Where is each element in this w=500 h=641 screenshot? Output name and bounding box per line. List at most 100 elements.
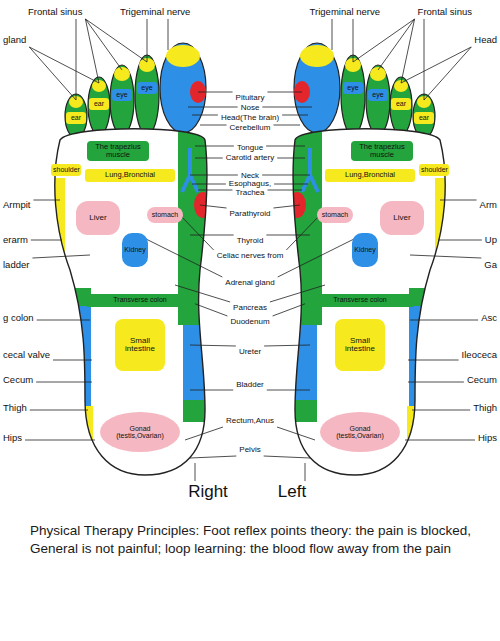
leader-line: [410, 255, 481, 258]
leader-line: [188, 107, 238, 108]
leader-line: [85, 19, 147, 62]
arm-zone: [48, 178, 65, 288]
zone-name: Asc: [481, 313, 497, 323]
leader-line: [262, 175, 310, 176]
zone-label: The trapezius muscle: [353, 143, 411, 159]
leader-line: [190, 456, 236, 458]
leader-line: [440, 200, 477, 201]
leader-line: [277, 158, 305, 159]
zone-label: eye: [345, 84, 361, 91]
toes: [65, 43, 206, 138]
zone-label: eye: [114, 91, 130, 98]
zone-name: Ileoceca: [462, 350, 497, 360]
zone-label: ear: [91, 100, 107, 107]
zone-name: Cecum: [3, 375, 33, 385]
leader-line: [195, 158, 223, 159]
zone-label: shoulder: [53, 166, 79, 173]
zone-label: stomach: [149, 211, 181, 218]
organ-label: Head(The brain): [221, 114, 279, 122]
lung-zone: Lung,Bronchial: [85, 169, 175, 182]
organ-label: Ureter: [239, 348, 261, 356]
leader-line: [273, 205, 300, 208]
stomach-zone: stomach: [317, 207, 353, 223]
leader-line: [200, 205, 227, 208]
zone-name: Frontal sinus: [28, 7, 82, 17]
zone-label: ear: [68, 114, 84, 121]
stomach-zone: stomach: [147, 207, 183, 223]
zone-label: Kidney: [354, 246, 376, 253]
zone-label: Small intestine: [337, 337, 383, 354]
organ-label: Celiac nerves from: [217, 252, 284, 260]
ear-zone: ear: [414, 112, 434, 124]
zone-label: Gonad (testis,Ovarian): [112, 425, 168, 440]
zone-label: Gonad (testis,Ovarian): [332, 425, 388, 440]
leader-line: [32, 255, 90, 258]
leader-line: [147, 19, 148, 62]
zone-name: Hips: [478, 433, 497, 443]
zone-name: gland: [3, 35, 26, 45]
foot-side-label: Left: [278, 483, 306, 501]
leader-line: [378, 19, 415, 70]
zone-label: Transverse colon: [307, 296, 413, 303]
leader-line: [277, 427, 315, 440]
zone-name: Cecum: [467, 375, 497, 385]
leader-line: [264, 345, 310, 346]
leader-line: [198, 92, 233, 93]
leader-line: [195, 146, 234, 147]
leader-line: [190, 345, 236, 346]
lung-zone: Lung,Bronchial: [325, 169, 415, 182]
trapezius-zone: The trapezius muscle: [87, 141, 149, 161]
leader-line: [273, 125, 300, 126]
leader-line: [267, 390, 310, 391]
leader-line: [408, 382, 464, 383]
leader-line: [332, 19, 333, 50]
sole-outline: [55, 129, 207, 475]
zone-name: Ga: [484, 260, 497, 270]
leader-line: [401, 47, 471, 83]
leader-line: [29, 47, 76, 100]
zone-label: shoulder: [421, 166, 447, 173]
liver-zone: Liver: [380, 201, 424, 235]
leader-line: [180, 215, 214, 250]
colon-zone: Transverse colon: [85, 294, 195, 307]
zone-label: Liver: [382, 214, 422, 222]
leader-line: [274, 184, 308, 185]
zone-label: stomach: [319, 211, 351, 218]
ear-zone: ear: [89, 98, 109, 110]
leader-line: [192, 184, 226, 185]
zone-label: ear: [416, 114, 432, 121]
leader-line: [264, 456, 310, 458]
organ-label: Parathyroid: [230, 210, 271, 218]
leader-line: [25, 440, 95, 441]
leader-line: [190, 235, 234, 236]
zone-name: Frontal sinus: [418, 7, 472, 17]
kidney-zone: Kidney: [122, 233, 148, 267]
rectum-zone: [183, 400, 210, 422]
organ-label: Pancreas: [233, 304, 267, 312]
big-toe: [160, 43, 206, 133]
organ-label: Esophagus,: [229, 180, 271, 188]
zone-label: ear: [393, 100, 409, 107]
zone-label: eye: [139, 84, 155, 91]
ear-zone: ear: [391, 98, 411, 110]
leader-line: [262, 107, 312, 108]
leader-line: [190, 175, 238, 176]
organ-label: Rectum,Anus: [226, 417, 274, 425]
zone-name: ladder: [3, 260, 29, 270]
zone-name: Armpit: [3, 200, 30, 210]
organ-label: Neck: [241, 172, 259, 180]
foot-side-label: Right: [188, 483, 228, 501]
leader-line: [405, 440, 475, 441]
zone-name: Arm: [480, 200, 497, 210]
zone-label: Lung,Bronchial: [87, 171, 173, 179]
leader-line: [140, 236, 222, 277]
zone-label: Kidney: [124, 246, 146, 253]
leader-line: [168, 19, 169, 50]
leader-line: [424, 19, 425, 100]
leader-line: [29, 47, 99, 83]
leader-line: [412, 410, 470, 411]
leader-line: [76, 19, 77, 100]
organ-label: Nose: [241, 104, 260, 112]
ureter-zone: [183, 325, 210, 400]
zone-label: Transverse colon: [87, 296, 193, 303]
